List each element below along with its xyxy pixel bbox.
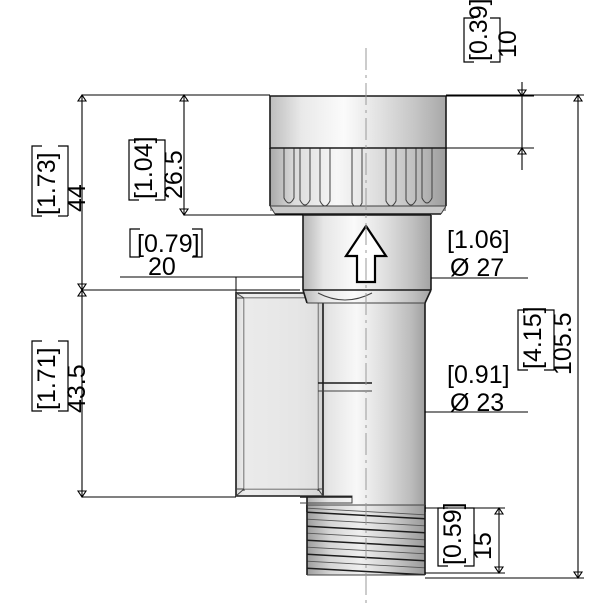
male-thread-section xyxy=(300,495,426,576)
dim-dia27-inch: [1.06] xyxy=(447,226,510,254)
dim-26_5-mm: 26.5 xyxy=(160,150,188,199)
dimension-height-26_5: [1.04] 26.5 xyxy=(128,94,303,216)
dim-15-inch: [0.59] xyxy=(439,502,467,565)
flow-direction-arrow xyxy=(343,224,389,284)
dim-dia27-mm: Ø 27 xyxy=(450,254,504,282)
dim-105_5-inch: [4.15] xyxy=(519,306,547,369)
dimension-height-44: [1.73] 44 xyxy=(31,94,300,291)
dimension-width-20: [0.79] 20 xyxy=(120,228,303,293)
dimension-height-10: [0.39] 10 xyxy=(446,0,534,170)
part-geometry xyxy=(235,48,447,604)
knurled-cap-flutes xyxy=(269,148,447,215)
dim-26_5-inch: [1.04] xyxy=(130,136,158,199)
dimension-dia-27: [1.06] Ø 27 xyxy=(431,226,528,282)
dimension-annotations: [1.73] 44 [1.04] 26.5 xyxy=(31,0,584,579)
dim-20-mm: 20 xyxy=(148,253,176,281)
dimension-height-43_5: [1.71] 43.5 xyxy=(31,289,236,498)
dim-44-inch: [1.73] xyxy=(33,152,61,215)
dim-44-mm: 44 xyxy=(63,184,91,212)
dim-43_5-inch: [1.71] xyxy=(33,347,61,410)
dimension-height-15: [0.59] 15 xyxy=(425,502,505,574)
dim-10-inch: [0.39] xyxy=(465,0,493,61)
dimension-height-105_5: [4.15] 105.5 xyxy=(425,94,584,579)
dim-dia23-mm: Ø 23 xyxy=(450,389,504,417)
knurled-cap-top-band xyxy=(269,95,447,149)
dim-43_5-mm: 43.5 xyxy=(63,364,91,413)
internal-ledge-line xyxy=(318,382,372,392)
side-port-block xyxy=(235,292,324,497)
dim-20-inch: [0.79] xyxy=(137,230,200,258)
dim-10-mm: 10 xyxy=(494,30,522,58)
dim-105_5-mm: 105.5 xyxy=(549,312,577,375)
thread-crest-lines xyxy=(307,507,425,575)
dim-dia23-inch: [0.91] xyxy=(447,361,510,389)
dim-15-mm: 15 xyxy=(469,532,497,560)
dimension-dia-23: [0.91] Ø 23 xyxy=(425,361,528,417)
